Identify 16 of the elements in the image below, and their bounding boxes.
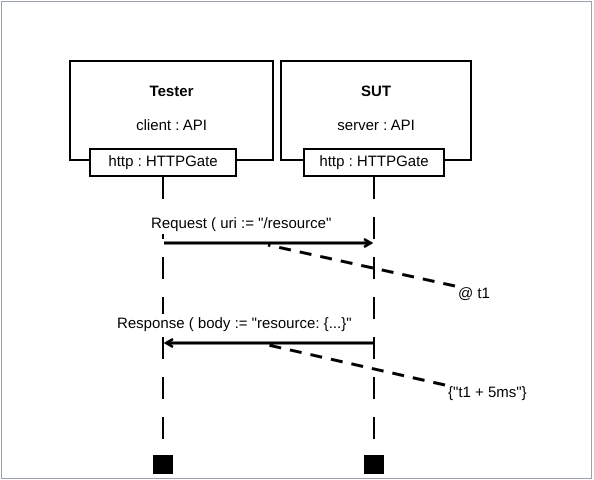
- component-name: Tester: [150, 84, 194, 99]
- message-arrow: [164, 338, 373, 348]
- port-box: http : HTTPGate: [303, 148, 445, 177]
- component-type: client : API: [136, 118, 207, 133]
- leader-line: [268, 344, 446, 386]
- end-square: [364, 455, 384, 474]
- time-annotation: @ t1: [458, 284, 490, 304]
- leader-line: [268, 244, 456, 288]
- port-box: http : HTTPGate: [89, 148, 237, 177]
- message-label: Request ( uri := "/resource": [150, 214, 332, 234]
- message-label: Response ( body := "resource: {...}": [116, 314, 353, 334]
- message-arrow: [164, 238, 372, 248]
- time-annotation: {"t1 + 5ms"}: [448, 383, 527, 403]
- component-type: server : API: [337, 118, 415, 133]
- end-square: [153, 455, 173, 474]
- component-name: SUT: [361, 84, 391, 99]
